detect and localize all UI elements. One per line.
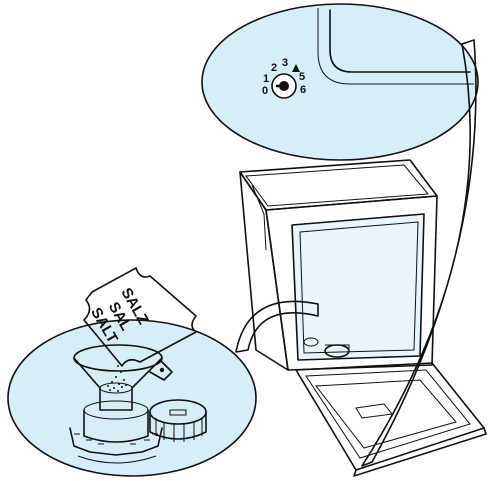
magnifier-circle-fill xyxy=(202,4,478,160)
dishwasher xyxy=(240,160,486,476)
dishwasher-left-side xyxy=(240,172,288,370)
magnified-dial-view: 0 1 2 3 5 6 xyxy=(202,4,478,160)
funnel-handle-hole xyxy=(160,368,164,372)
dial-label-0: 0 xyxy=(262,85,268,97)
dial-label-6: 6 xyxy=(300,84,306,96)
magnified-refill-view: SALZ SAL SALT xyxy=(8,268,256,476)
dial-label-1: 1 xyxy=(263,73,269,85)
dishwasher-top-inner xyxy=(246,165,428,206)
door-bottom-edge xyxy=(354,428,486,476)
dishwasher-door-inner xyxy=(306,370,470,458)
dishwasher-top xyxy=(240,160,437,210)
dishwasher-side-edge xyxy=(252,185,266,250)
dial-label-3: 3 xyxy=(282,57,288,69)
dial-label-5: 5 xyxy=(299,71,305,83)
dial-label-2: 2 xyxy=(271,62,277,74)
dishwasher-door xyxy=(296,363,484,470)
detergent-dispenser xyxy=(356,404,392,418)
